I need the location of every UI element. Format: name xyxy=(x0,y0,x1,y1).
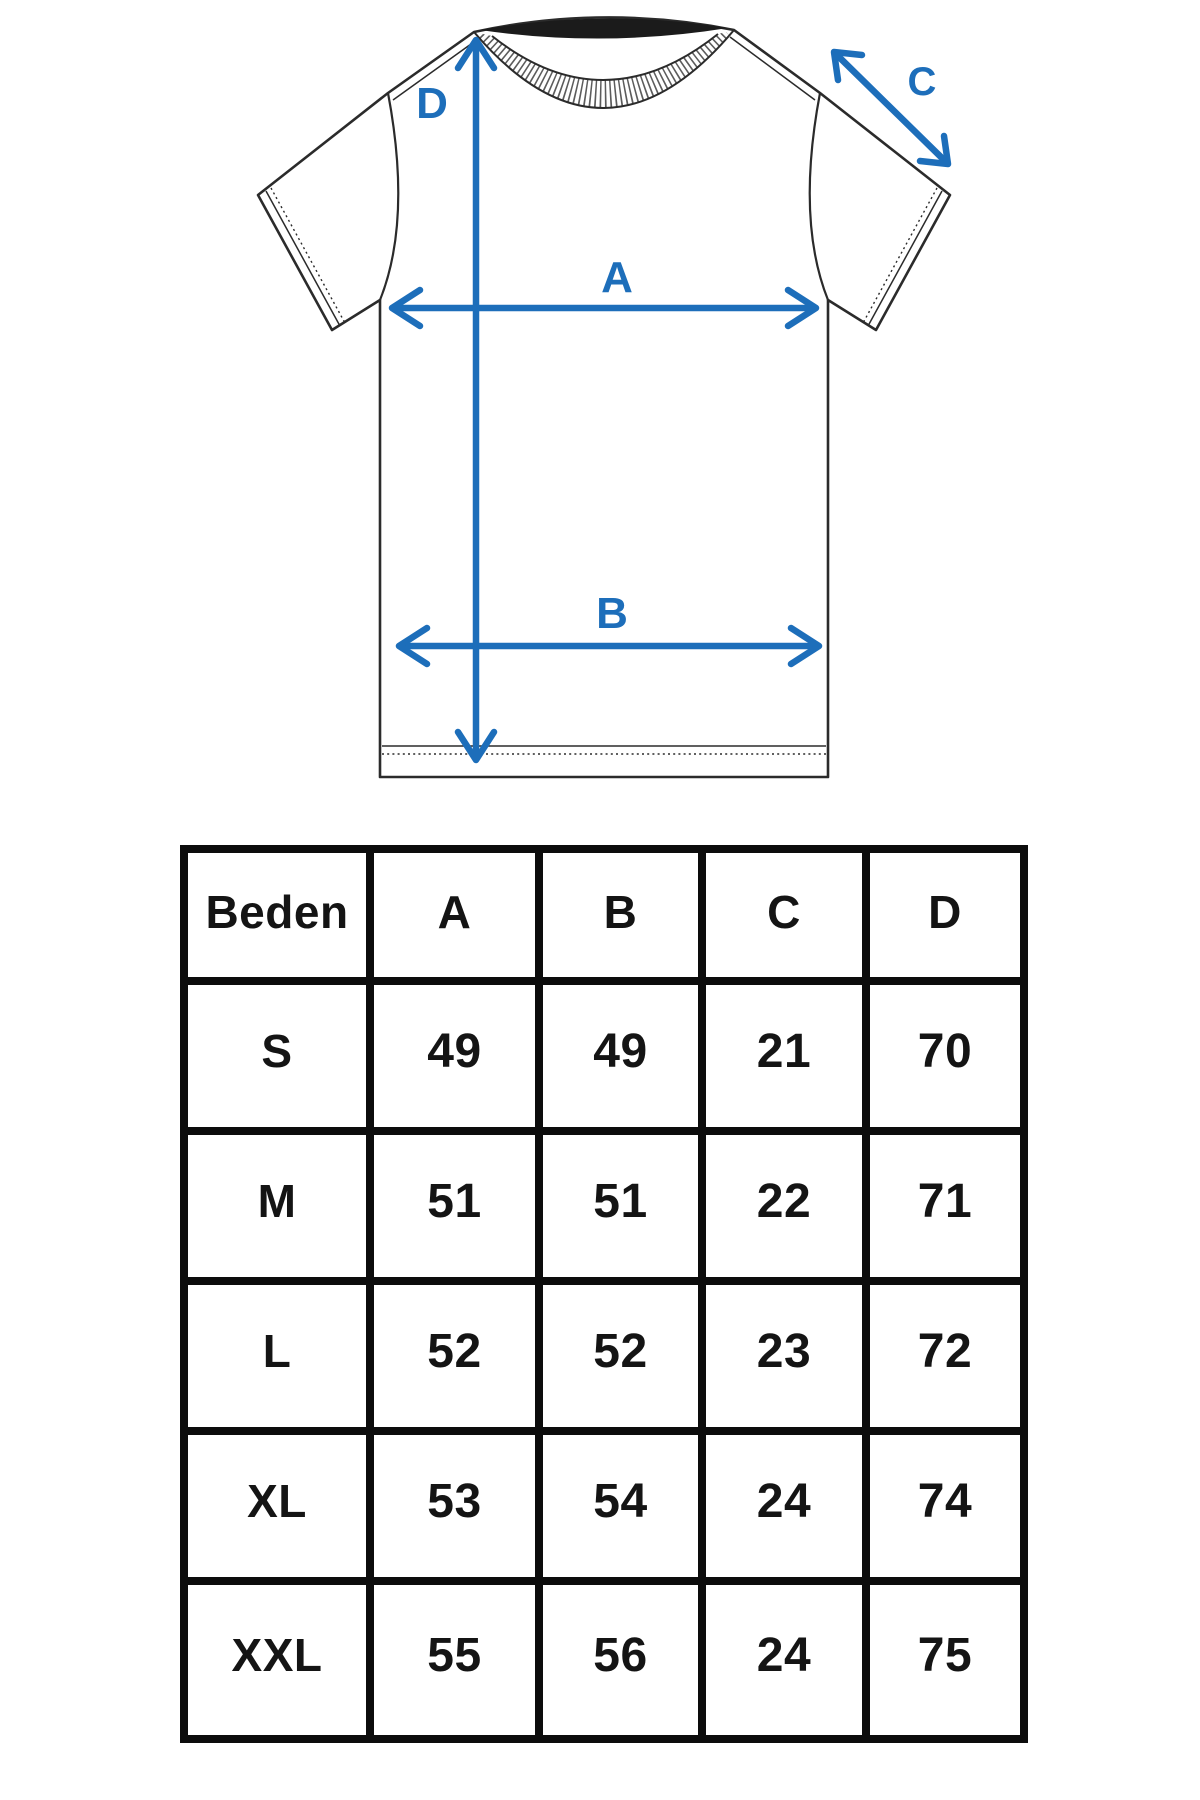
value-cell: 22 xyxy=(706,1135,870,1285)
header-cell-beden: Beden xyxy=(188,853,374,985)
measurement-arrow-c xyxy=(830,48,952,168)
armhole-seam-left xyxy=(378,92,400,301)
value-cell: 49 xyxy=(543,985,706,1135)
header-cell-d: D xyxy=(870,853,1020,985)
shoulder-seam-left xyxy=(392,38,479,101)
value-cell: 72 xyxy=(870,1285,1020,1435)
value-cell: 52 xyxy=(543,1285,706,1435)
size-table: Beden A B C D S 49 49 21 70 M 51 51 22 7… xyxy=(180,845,1028,1743)
size-cell: L xyxy=(188,1285,374,1435)
measurement-label-c: C xyxy=(908,60,937,104)
measurement-arrow-b xyxy=(395,624,823,668)
hem-stitching xyxy=(382,745,826,755)
size-cell: XXL xyxy=(188,1585,374,1735)
measurement-label-a: A xyxy=(601,253,633,302)
value-cell: 52 xyxy=(374,1285,543,1435)
header-cell-a: A xyxy=(374,853,543,985)
value-cell: 24 xyxy=(706,1435,870,1585)
header-cell-b: B xyxy=(543,853,706,985)
size-cell: XL xyxy=(188,1435,374,1585)
size-cell: M xyxy=(188,1135,374,1285)
value-cell: 75 xyxy=(917,1628,973,1682)
collar xyxy=(473,18,735,109)
armhole-seam-right xyxy=(808,92,830,301)
sleeve-cuff-left xyxy=(265,187,346,327)
value-cell: 70 xyxy=(870,985,1020,1135)
measurement-arrows xyxy=(388,36,952,764)
value-cell: 51 xyxy=(374,1135,543,1285)
value-cell: 23 xyxy=(706,1285,870,1435)
value-cell: 55 xyxy=(374,1585,543,1735)
measurement-label-d: D xyxy=(416,79,448,128)
value-cell: 24 xyxy=(706,1585,870,1735)
measurement-arrow-a xyxy=(388,286,820,330)
sleeve-cuff-right xyxy=(862,187,943,327)
value-cell: 49 xyxy=(374,985,543,1135)
value-cell: 71 xyxy=(870,1135,1020,1285)
value-cell: 53 xyxy=(374,1435,543,1585)
measurement-arrow-d xyxy=(454,36,498,764)
value-cell: 74 xyxy=(870,1435,1020,1585)
measurement-label-b: B xyxy=(596,589,628,638)
value-cell: 54 xyxy=(543,1435,706,1585)
tshirt-measurement-diagram: A B C D xyxy=(0,0,1200,812)
collar-inner-edge xyxy=(491,33,719,81)
value-cell: 56 xyxy=(543,1585,706,1735)
collar-back-band xyxy=(480,18,728,39)
header-cell-c: C xyxy=(706,853,870,985)
collar-outer-edge xyxy=(473,29,735,109)
value-cell: 21 xyxy=(706,985,870,1135)
shoulder-seam-right xyxy=(729,36,816,101)
tshirt-outline xyxy=(256,16,952,779)
size-cell: S xyxy=(188,985,374,1135)
value-cell: 51 xyxy=(543,1135,706,1285)
